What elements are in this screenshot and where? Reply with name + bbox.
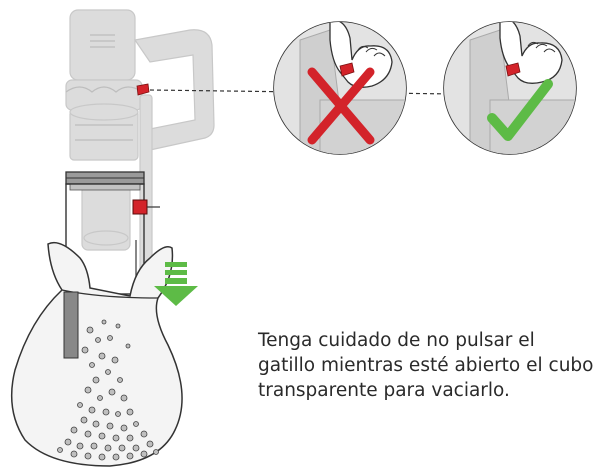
vacuum-body: [65, 9, 215, 281]
bin-collar: [65, 171, 145, 191]
trigger-upper: [136, 83, 150, 96]
dust-bag: [10, 241, 183, 467]
right-detail-circle: [443, 21, 577, 155]
caption-line-1: Tenga cuidado de no pulsar el: [258, 330, 535, 351]
wrong-detail-circle: [273, 21, 407, 155]
caption-line-2: gatillo mientras esté abierto el cubo: [258, 355, 594, 376]
green-down-arrow-icon: [154, 262, 198, 306]
instruction-caption: Tenga cuidado de no pulsar el gatillo mi…: [258, 328, 603, 403]
bag-side-panel: [63, 291, 79, 359]
green-check-icon: [487, 79, 553, 141]
trigger-released: [505, 62, 521, 77]
dirt-particles: [57, 319, 159, 461]
trigger-pressed: [339, 62, 355, 77]
caption-line-3: transparente para vaciarlo.: [258, 380, 510, 401]
bin-release-button: [132, 199, 160, 215]
red-cross-icon: [307, 67, 375, 145]
